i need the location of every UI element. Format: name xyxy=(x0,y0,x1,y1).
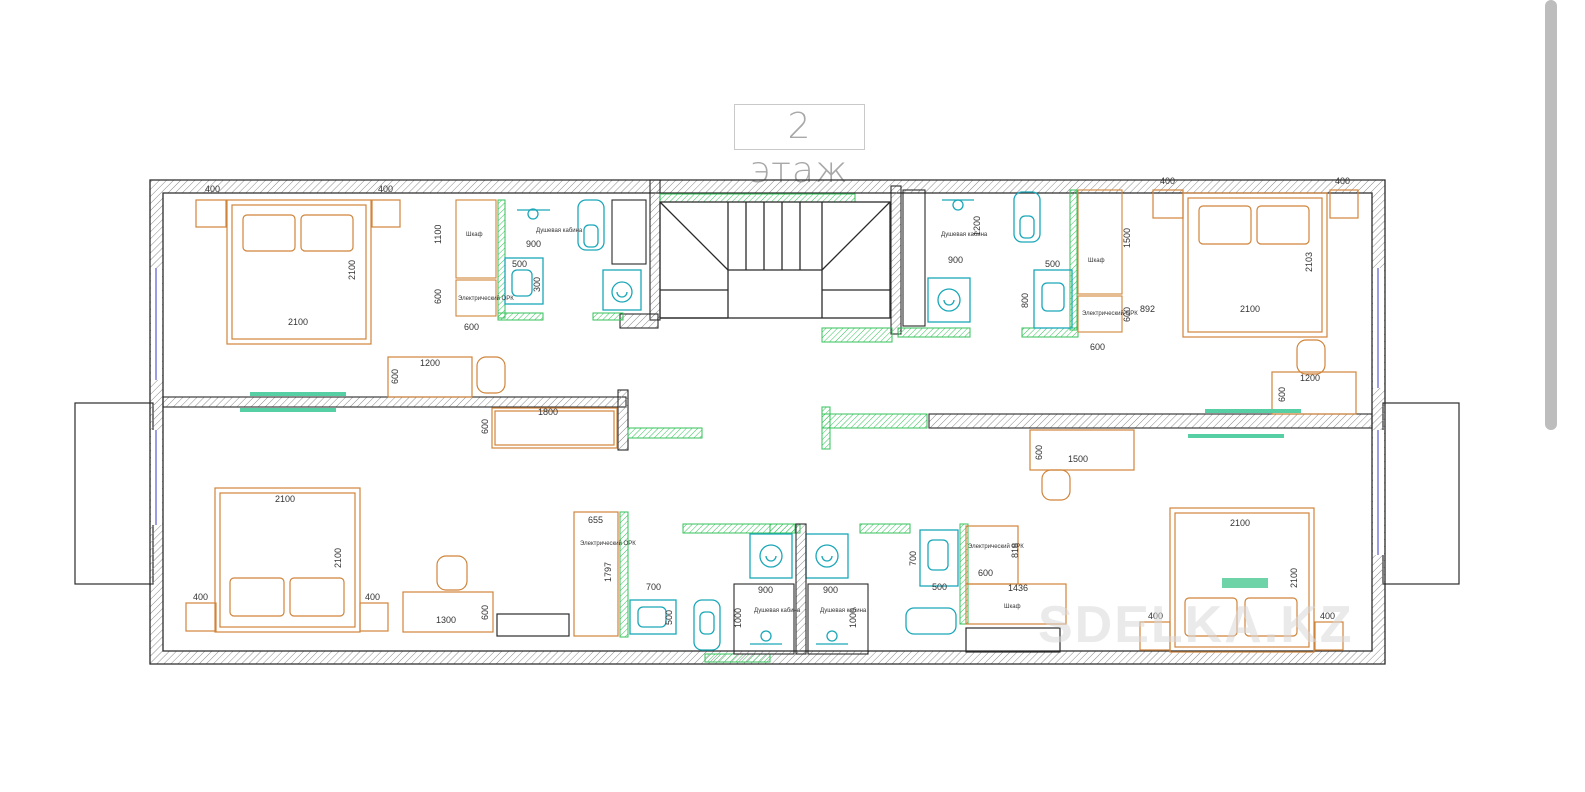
svg-text:1100: 1100 xyxy=(433,225,443,244)
svg-text:2100: 2100 xyxy=(333,548,343,568)
svg-text:Душевая кабина: Душевая кабина xyxy=(754,608,801,614)
svg-text:892: 892 xyxy=(1140,304,1155,314)
svg-text:500: 500 xyxy=(512,259,527,269)
balcony-right xyxy=(1382,402,1460,585)
svg-text:655: 655 xyxy=(588,515,603,525)
svg-text:1200: 1200 xyxy=(972,216,982,236)
bed-bottom-right xyxy=(965,507,1344,653)
svg-text:600: 600 xyxy=(480,605,490,620)
wardrobe-top-left xyxy=(455,199,497,317)
svg-text:600: 600 xyxy=(1090,342,1105,352)
dimension-labels: 400 400 2100 1200 600 500 900 1800 400 4… xyxy=(193,176,1350,628)
bed-top-right xyxy=(1152,189,1359,415)
svg-text:400: 400 xyxy=(1148,611,1163,621)
svg-text:600: 600 xyxy=(464,322,479,332)
svg-text:Шкаф: Шкаф xyxy=(1088,258,1105,264)
bed-bottom-left xyxy=(185,487,619,637)
desk-middle-left xyxy=(491,407,618,449)
svg-text:2100: 2100 xyxy=(1230,518,1250,528)
svg-text:1797: 1797 xyxy=(603,562,613,582)
svg-text:400: 400 xyxy=(1320,611,1335,621)
svg-text:1200: 1200 xyxy=(420,358,440,368)
vertical-scrollbar[interactable] xyxy=(1545,0,1557,430)
svg-text:1300: 1300 xyxy=(436,615,456,625)
svg-text:818: 818 xyxy=(1010,543,1020,558)
svg-text:400: 400 xyxy=(205,184,220,194)
tv-top-right-2 xyxy=(1188,434,1284,438)
svg-text:1500: 1500 xyxy=(1122,228,1132,248)
svg-text:700: 700 xyxy=(908,551,918,566)
svg-text:2100: 2100 xyxy=(1240,304,1260,314)
svg-text:2100: 2100 xyxy=(1289,568,1299,588)
svg-text:600: 600 xyxy=(390,369,400,384)
svg-text:800: 800 xyxy=(1020,293,1030,308)
svg-text:1000: 1000 xyxy=(848,608,858,628)
svg-text:2100: 2100 xyxy=(288,317,308,327)
bathroom-bottom xyxy=(629,529,959,651)
desk-middle-right xyxy=(1029,429,1135,501)
svg-text:400: 400 xyxy=(365,592,380,602)
fixture-labels: Шкаф Шкаф Шкаф Душевая кабина Душевая ка… xyxy=(458,228,1138,614)
svg-text:300: 300 xyxy=(532,277,542,292)
bathroom-top-left xyxy=(504,199,642,311)
bathroom-top-right xyxy=(927,191,1073,329)
svg-text:2100: 2100 xyxy=(275,494,295,504)
svg-text:Электрический ОРК: Электрический ОРК xyxy=(580,540,636,547)
windows xyxy=(155,268,1379,555)
svg-text:1436: 1436 xyxy=(1008,583,1028,593)
svg-text:900: 900 xyxy=(526,239,541,249)
watermark: SDELKA.KZ xyxy=(1038,596,1354,654)
svg-text:500: 500 xyxy=(664,610,674,625)
svg-text:Душевая кабина: Душевая кабина xyxy=(536,228,583,234)
svg-text:400: 400 xyxy=(1335,176,1350,186)
svg-text:600: 600 xyxy=(1277,387,1287,402)
interior-walls xyxy=(162,179,1373,451)
svg-text:900: 900 xyxy=(823,585,838,595)
svg-text:600: 600 xyxy=(978,568,993,578)
svg-text:Душевая кабина: Душевая кабина xyxy=(820,608,867,614)
svg-text:600: 600 xyxy=(480,419,490,434)
staircase xyxy=(659,201,891,319)
tv-top-right xyxy=(1205,409,1301,413)
tv-top-left xyxy=(250,392,346,396)
wardrobe-top-right xyxy=(1077,189,1123,333)
svg-text:600: 600 xyxy=(1122,307,1132,322)
desk-top-left xyxy=(387,356,506,398)
svg-text:2103: 2103 xyxy=(1304,252,1314,272)
svg-text:Шкаф: Шкаф xyxy=(1004,604,1021,610)
svg-text:1500: 1500 xyxy=(1068,454,1088,464)
balcony-left xyxy=(74,402,154,585)
svg-text:900: 900 xyxy=(948,255,963,265)
svg-text:600: 600 xyxy=(433,289,443,304)
svg-text:1200: 1200 xyxy=(1300,373,1320,383)
svg-text:400: 400 xyxy=(1160,176,1175,186)
svg-text:1800: 1800 xyxy=(538,407,558,417)
svg-text:600: 600 xyxy=(1034,445,1044,460)
svg-text:400: 400 xyxy=(193,592,208,602)
bed-top-left xyxy=(195,199,401,345)
tv-top-left-2 xyxy=(240,408,336,412)
svg-text:1000: 1000 xyxy=(733,608,743,628)
svg-text:400: 400 xyxy=(378,184,393,194)
svg-text:Электрический ОРК: Электрический ОРК xyxy=(458,295,514,302)
svg-text:900: 900 xyxy=(758,585,773,595)
svg-text:Электрический ОРК: Электрический ОРК xyxy=(968,543,1024,550)
svg-text:500: 500 xyxy=(1045,259,1060,269)
partitions xyxy=(497,189,1079,663)
exterior-walls xyxy=(149,179,1386,665)
svg-text:Душевая кабина: Душевая кабина xyxy=(941,232,988,238)
svg-text:Электрический ОРК: Электрический ОРК xyxy=(1082,310,1138,317)
svg-text:700: 700 xyxy=(646,582,661,592)
svg-text:Шкаф: Шкаф xyxy=(466,232,483,238)
svg-text:2100: 2100 xyxy=(347,260,357,280)
svg-text:500: 500 xyxy=(932,582,947,592)
accent-mark xyxy=(1222,578,1268,588)
